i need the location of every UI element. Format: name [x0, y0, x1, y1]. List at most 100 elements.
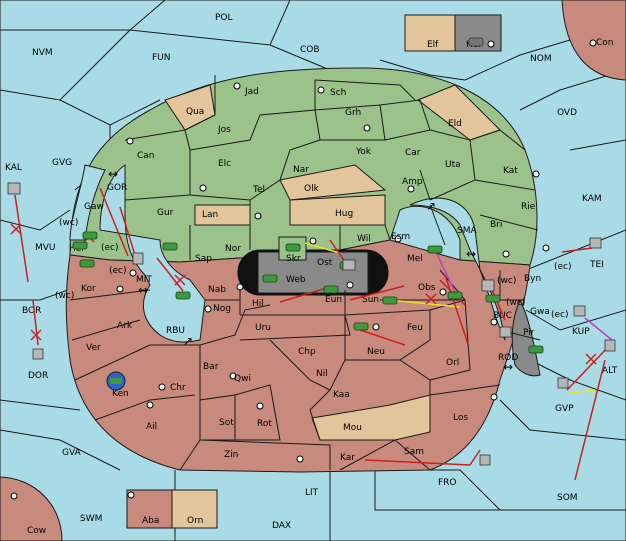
supply-center-icon — [309, 237, 317, 245]
land-label-bri: Bri — [490, 220, 502, 230]
cross-icon — [585, 353, 597, 365]
sea-label-nvm: NVM — [32, 48, 53, 58]
cross-icon — [174, 274, 186, 286]
army-icon — [82, 231, 98, 240]
territory-olk[interactable] — [279, 164, 387, 201]
land-label-ver: Ver — [86, 343, 101, 353]
land-label-byn: Byn — [524, 274, 541, 284]
land-label-hil: Hil — [252, 299, 264, 309]
land-label-orl: Orl — [446, 358, 459, 368]
supply-center-icon — [233, 82, 241, 90]
order-support-arrow — [389, 299, 461, 308]
supply-center-icon — [199, 184, 207, 192]
double-arrow-icon: ↔ — [466, 247, 476, 261]
land-label-eld: Eld — [448, 119, 462, 129]
sea-label-fun: FUN — [152, 53, 171, 63]
supply-center-icon — [487, 40, 495, 48]
order-support-arrow — [434, 249, 456, 293]
cross-icon — [425, 293, 437, 305]
sea-label-kal: KAL — [5, 163, 22, 173]
land-label-jad: Jad — [244, 87, 259, 97]
land-label-neu: Neu — [367, 347, 385, 357]
order-move-arrow — [566, 344, 611, 391]
coast-label: (ec) — [101, 243, 119, 253]
sea-label-mvu: MVU — [35, 243, 56, 253]
fleet-icon — [7, 182, 21, 195]
order-support-arrow — [569, 389, 596, 394]
land-label-lan: Lan — [202, 210, 218, 220]
territory-borders — [69, 75, 541, 471]
sea-label-fro: FRO — [438, 478, 457, 488]
sea-label-sma: SMA — [457, 226, 477, 236]
land-label-sam: Sam — [404, 447, 424, 457]
land-label-bar: Bar — [203, 362, 219, 372]
fleet-icon — [468, 37, 484, 47]
supply-center-icon — [236, 283, 244, 291]
supply-center-icon — [542, 244, 550, 252]
sea-label-swm: SWM — [80, 514, 102, 524]
coast-label: (wc) — [497, 276, 516, 286]
army-icon — [285, 243, 301, 252]
sea-label-som: SOM — [557, 493, 578, 503]
land-label-gaw: Gaw — [84, 202, 104, 212]
army-icon — [110, 378, 122, 384]
army-icon — [427, 245, 443, 254]
order-move-arrow — [14, 194, 29, 283]
coast-label: (wc) — [59, 218, 78, 228]
sea-label-gva: GVA — [62, 448, 82, 458]
supply-center-icon — [204, 305, 212, 313]
units[interactable] — [7, 37, 616, 466]
sea-label-bor: BOR — [22, 306, 41, 316]
order-move-arrow — [349, 285, 405, 301]
fleet-icon — [573, 305, 586, 317]
fleet-icon — [481, 279, 495, 292]
land-label-kaa: Kaa — [333, 390, 350, 400]
sea-label-tei: TEI — [589, 260, 604, 270]
fleet-icon — [32, 348, 44, 360]
land-label-elf: Elf — [427, 40, 439, 50]
land-label-nab: Nab — [208, 285, 226, 295]
sea-label-cob: COB — [300, 45, 320, 55]
land-label-rie: Rie — [521, 202, 536, 212]
double-arrow-icon: ↔ — [138, 283, 148, 297]
supply-center-icon — [439, 288, 447, 296]
supply-center-icon — [317, 86, 325, 94]
territory-pir[interactable] — [511, 298, 541, 377]
supply-centers — [10, 39, 597, 500]
supply-center-icon — [126, 137, 134, 145]
order-move-arrow — [469, 449, 481, 466]
land-label-con: Con — [596, 38, 614, 48]
sea-label-kup: KUP — [572, 327, 590, 337]
sea-label-kam: KAM — [582, 194, 602, 204]
adjacency-arrows: ↔ ↔ ↗ ↗ ↔ ↔ — [108, 167, 513, 374]
land-label-nog: Nog — [213, 304, 231, 314]
land-label-orn: Orn — [187, 516, 203, 526]
land-label-sot: Sot — [219, 418, 234, 428]
army-icon — [175, 291, 191, 300]
territory-orn[interactable] — [171, 489, 218, 529]
land-label-mel: Mel — [407, 254, 423, 264]
territory-elf[interactable] — [404, 14, 456, 52]
fleet-icon — [342, 259, 356, 271]
order-move-arrow — [444, 274, 469, 345]
army-icon — [79, 259, 95, 268]
land-label-chp: Chp — [298, 347, 316, 357]
sea-label-gvp: GVP — [555, 404, 574, 414]
land-label-kor: Kor — [81, 284, 96, 294]
land-label-ark: Ark — [117, 321, 133, 331]
land-label-pir: Pir — [523, 328, 535, 338]
land-label-cow: Cow — [27, 526, 46, 536]
land-label-kar: Kar — [340, 453, 355, 463]
land-label-aba: Aba — [142, 516, 159, 526]
double-arrow-icon: ↔ — [503, 360, 513, 374]
land-label-amp: Amp — [402, 177, 423, 187]
army-icon — [72, 241, 88, 250]
land-label-nar: Nar — [293, 165, 309, 175]
sea-label-rbu: RBU — [166, 326, 185, 336]
sea-label-lit: LIT — [305, 488, 319, 498]
land-label-ost: Ost — [317, 258, 333, 268]
land-label-web: Web — [286, 275, 306, 285]
fleet-icon — [499, 326, 512, 338]
double-arrow-icon: ↗ — [183, 334, 193, 348]
fleet-icon — [557, 377, 569, 389]
